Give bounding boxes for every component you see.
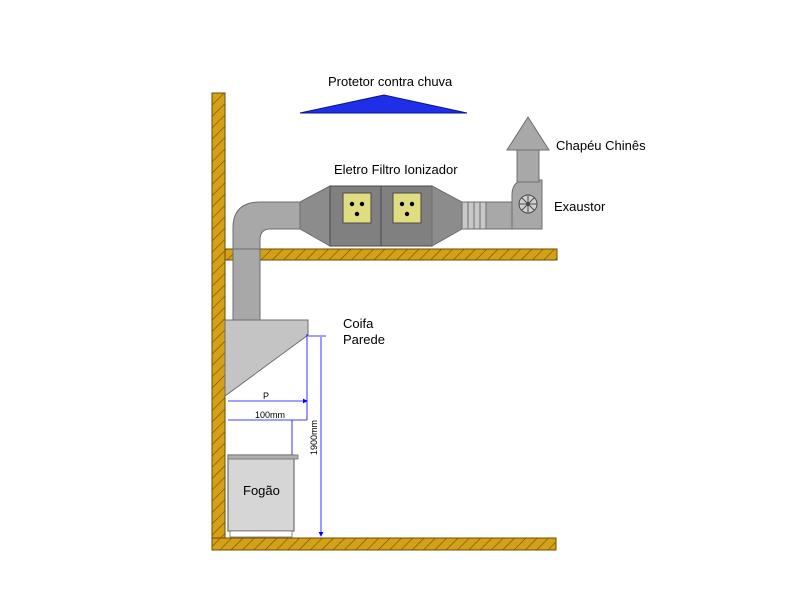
- slab-structure: [224, 248, 558, 261]
- hood-label: Coifa: [343, 316, 374, 331]
- floor-structure: [211, 537, 557, 551]
- rain-protector: [299, 94, 468, 114]
- wall-structure: [211, 92, 226, 551]
- stove-base: [229, 530, 293, 538]
- wall-label: Parede: [343, 332, 385, 347]
- stove-top: [227, 454, 299, 460]
- arrow-up-cap-icon: [506, 116, 550, 151]
- dim-1900-label: 1900mm: [309, 420, 319, 455]
- vertical-duct: [232, 239, 261, 321]
- duct-elbow-left: [232, 201, 301, 250]
- rain-protector-label: Protetor contra chuva: [328, 74, 453, 89]
- dim-p-label: P: [263, 391, 269, 401]
- ionizer-filter-label: Eletro Filtro Ionizador: [334, 162, 458, 177]
- horizontal-duct: [485, 201, 517, 230]
- stove-label: Fogão: [243, 483, 280, 498]
- filter-outlet-transition: [431, 185, 463, 247]
- filter-panel-2: [392, 192, 422, 224]
- filter-inlet-transition: [299, 185, 331, 247]
- fan-icon: [518, 194, 538, 214]
- dim-100-label: 100mm: [255, 410, 285, 420]
- chinese-hat-label: Chapéu Chinês: [556, 138, 646, 153]
- hood: [224, 319, 309, 397]
- filter-panel-1: [342, 192, 372, 224]
- outlet-stack: [516, 149, 540, 183]
- exhaust-fan-label: Exaustor: [554, 199, 606, 214]
